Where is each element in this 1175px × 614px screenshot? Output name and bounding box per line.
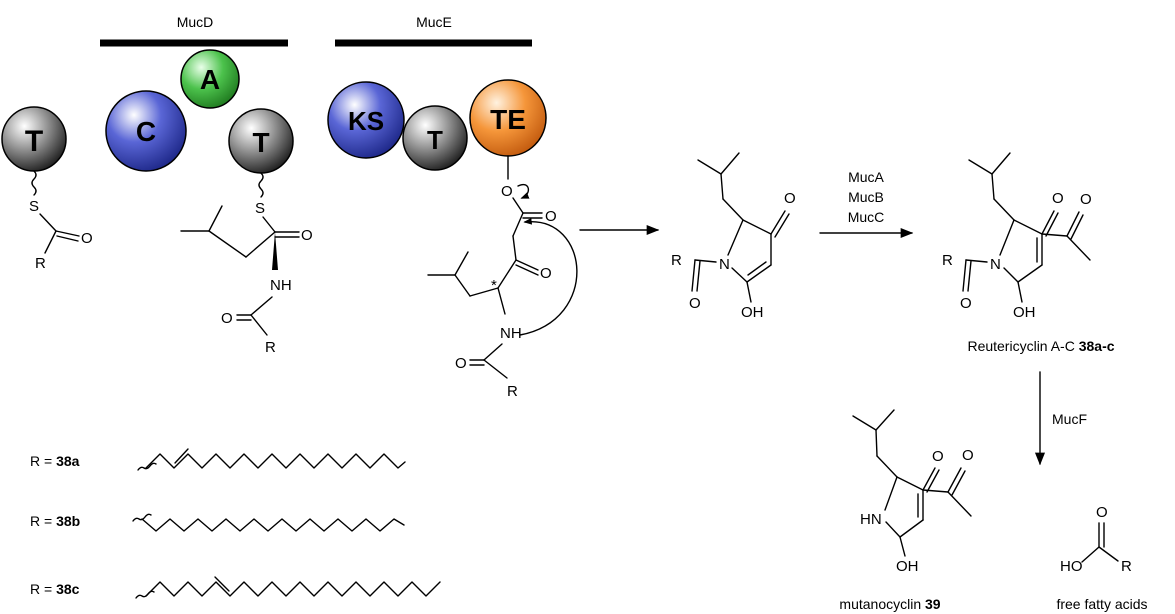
atom-o-15: O — [1096, 504, 1108, 521]
c-domain: C — [105, 90, 187, 172]
atom-o-7: O — [455, 355, 467, 372]
te-domain: TE — [469, 79, 547, 157]
reutericyclin-name: Reutericyclin A-C — [967, 338, 1078, 354]
muce-label: MucE — [416, 14, 452, 30]
atom-o-11: O — [1080, 191, 1092, 208]
free-fatty-acid-structure: HO O R — [1060, 504, 1132, 575]
atom-o-8: O — [784, 190, 796, 207]
reutericyclin-label: Reutericyclin A-C 38a-c — [967, 338, 1114, 354]
atom-o-5: O — [545, 208, 557, 225]
a-domain-label: A — [200, 64, 220, 95]
atom-o-3: O — [221, 310, 233, 327]
r-group-38a: R = 38a — [30, 448, 406, 471]
atom-r-4: R — [671, 252, 682, 269]
enzyme-mucc: MucC — [848, 209, 885, 225]
atom-r-5: R — [942, 252, 953, 269]
mucd-aminoacyl-structure: S O NH O R — [180, 172, 313, 356]
reutericyclin-id: 38a-c — [1079, 338, 1115, 354]
atom-r-2: R — [265, 339, 276, 356]
t-domain-mucd: T — [228, 108, 294, 174]
mutanocyclin-label: mutanocyclin 39 — [839, 596, 940, 612]
ks-domain-label: KS — [348, 106, 384, 136]
electron-arrow-large — [519, 217, 578, 336]
ffa-label: free fatty acids — [1056, 596, 1147, 612]
atom-hn: HN — [860, 511, 882, 528]
atom-s-1: S — [29, 198, 39, 215]
r-group-38c-prefix: R = — [30, 581, 56, 597]
atom-r-3: R — [507, 383, 518, 400]
atom-o-10: O — [1052, 190, 1064, 207]
mutanocyclin-id: 39 — [925, 596, 941, 612]
r-group-38a-label: R = 38a — [30, 453, 80, 469]
r-group-38a-prefix: R = — [30, 453, 56, 469]
mutanocyclin-name: mutanocyclin — [839, 596, 925, 612]
reutericyclin-structure: N O OH O R O — [942, 152, 1092, 321]
electron-arrow-small — [517, 183, 530, 199]
atom-o-4: O — [501, 183, 513, 200]
r-group-38c: R = 38c — [30, 576, 441, 599]
c-domain-label: C — [136, 116, 156, 147]
atom-o-6: O — [540, 265, 552, 282]
ks-domain: KS — [327, 81, 405, 159]
muce-ketoacyl-structure: O O O * NH O R — [427, 155, 578, 400]
a-domain: A — [180, 49, 240, 109]
atom-ho: HO — [1060, 558, 1083, 575]
loading-thioester-structure: S O R — [29, 170, 93, 272]
mucd-label: MucD — [177, 14, 214, 30]
stereo-star: * — [491, 277, 497, 294]
enzyme-mucf: MucF — [1052, 411, 1087, 427]
r-group-38c-id: 38c — [56, 581, 80, 597]
r-group-38b-prefix: R = — [30, 513, 56, 529]
t-domain-mucd-label: T — [252, 127, 269, 158]
enzyme-mucb: MucB — [848, 189, 884, 205]
t-domain-loading-label: T — [25, 125, 43, 158]
r-group-38b: R = 38b — [30, 513, 405, 532]
atom-r-1: R — [35, 255, 46, 272]
r-group-38b-label: R = 38b — [30, 513, 80, 529]
enzyme-muca: MucA — [848, 169, 884, 185]
atom-n-2: N — [990, 256, 1001, 273]
tetramic-acid-intermediate: N O OH R O — [671, 152, 796, 321]
r-group-38b-id: 38b — [56, 513, 80, 529]
atom-o-1: O — [81, 230, 93, 247]
t-domain-loading: T — [1, 106, 67, 172]
atom-nh-1: NH — [270, 277, 292, 294]
atom-o-9: O — [689, 295, 701, 312]
mutanocyclin-structure: HN O OH O — [852, 409, 974, 575]
atom-nh-2: NH — [500, 325, 522, 342]
atom-o-2: O — [301, 227, 313, 244]
atom-oh-2: OH — [1013, 304, 1036, 321]
t-domain-muce-label: T — [427, 125, 443, 155]
atom-oh-1: OH — [741, 304, 764, 321]
te-domain-label: TE — [490, 104, 526, 135]
atom-s-2: S — [255, 200, 265, 217]
t-domain-muce: T — [402, 105, 468, 171]
r-group-38a-id: 38a — [56, 453, 80, 469]
atom-n-1: N — [719, 256, 730, 273]
atom-oh-3: OH — [896, 558, 919, 575]
atom-o-13: O — [932, 448, 944, 465]
atom-o-14: O — [962, 447, 974, 464]
r-group-38c-label: R = 38c — [30, 581, 80, 597]
atom-o-12: O — [960, 295, 972, 312]
atom-r-6: R — [1121, 558, 1132, 575]
